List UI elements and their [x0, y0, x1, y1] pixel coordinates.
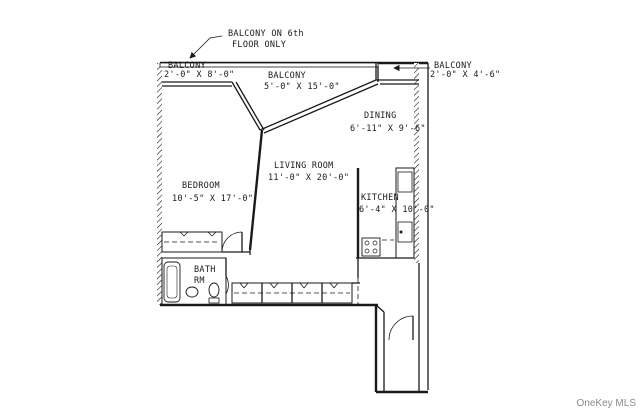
- bathroom: [161, 257, 229, 306]
- balcony-main-title: BALCONY: [268, 71, 306, 81]
- balcony-right-dims: 2'-0" X 4'-6": [430, 70, 500, 80]
- leader-arrows: [189, 35, 430, 72]
- dining-dims: 6'-11" X 9'-6": [350, 124, 426, 134]
- bedroom-partition: [161, 129, 264, 255]
- credit-watermark: OneKey MLS: [577, 398, 637, 409]
- balcony-main-dims: 5'-0" X 15'-0": [264, 82, 340, 92]
- living-room-title: LIVING ROOM: [274, 161, 334, 171]
- balcony-note-line2: FLOOR ONLY: [232, 40, 286, 50]
- entry-door: [388, 315, 414, 341]
- bottom-closets: [231, 282, 360, 304]
- kitchen-dims: 6'-4" X 10'-0": [359, 205, 435, 215]
- bedroom-dims: 10'-5" X 17'-0": [172, 194, 253, 204]
- dining-title: DINING: [364, 111, 397, 121]
- bath-label-line1: BATH: [194, 265, 216, 275]
- kitchen-title: KITCHEN: [361, 193, 399, 203]
- kitchen: [356, 167, 415, 305]
- balcony-railings: [159, 62, 419, 134]
- bedroom-title: BEDROOM: [182, 181, 220, 191]
- balcony-small-dims: 2'-0" X 8'-0": [164, 70, 234, 80]
- balcony-note-line1: BALCONY ON 6th: [228, 29, 304, 39]
- balcony-small-title: BALCONY: [168, 61, 206, 71]
- living-room-dims: 11'-0" X 20'-0": [268, 173, 349, 183]
- bath-label-line2: RM: [194, 276, 205, 286]
- balcony-right-title: BALCONY: [434, 61, 472, 71]
